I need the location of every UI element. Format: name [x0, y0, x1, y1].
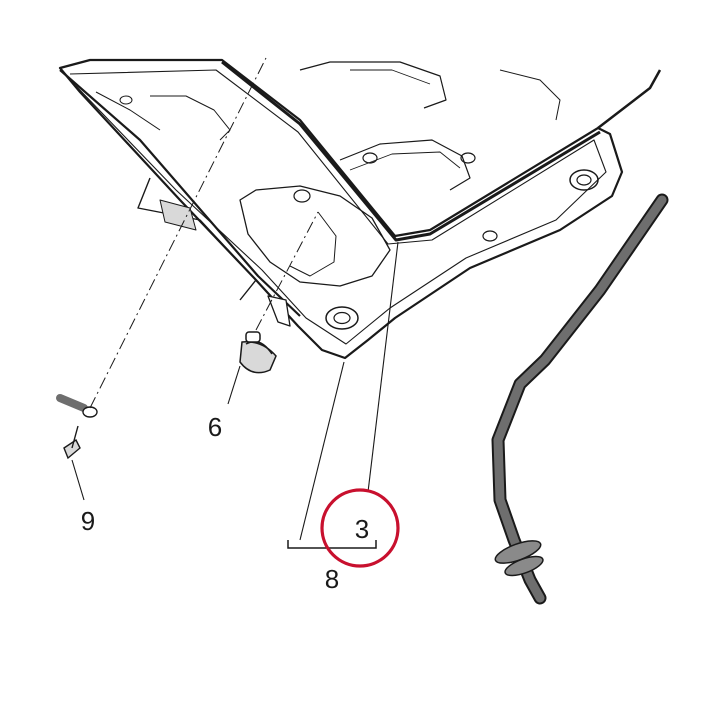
hose-icon: [491, 193, 669, 605]
callout-8: 8: [325, 564, 339, 594]
leader-lines: [71, 241, 399, 549]
callout-9: 9: [81, 506, 95, 536]
highlight-circle: [320, 488, 400, 568]
callout-3: 3: [355, 514, 369, 544]
callout-6: 6: [208, 412, 222, 442]
assembly-guide-lines: [89, 57, 319, 409]
oil-pan-icon: [58, 58, 662, 360]
bolt-icon: [56, 394, 98, 460]
clip-icon: [239, 331, 277, 374]
